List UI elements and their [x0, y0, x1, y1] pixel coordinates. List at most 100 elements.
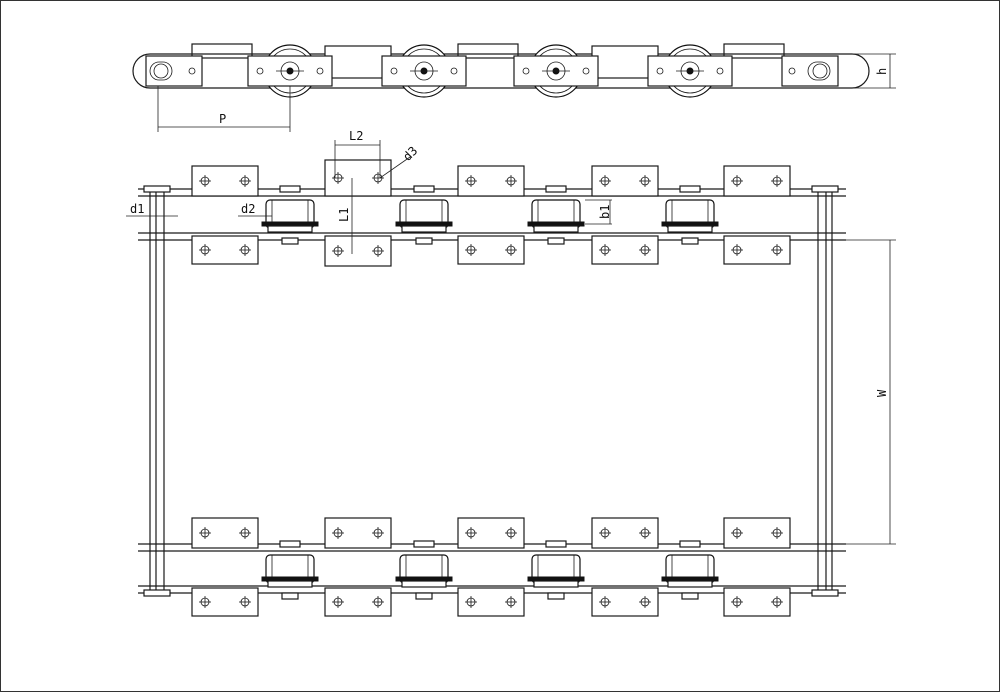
attachment-plate-group [191, 517, 259, 549]
roller-pin-head [679, 185, 701, 193]
plan-roller-group [395, 185, 453, 245]
w-label: W [875, 389, 889, 397]
roller-pin-head [415, 592, 433, 600]
attachment-plate-group [723, 587, 791, 617]
roller-flange [527, 221, 585, 227]
roller-pin-head [279, 540, 301, 548]
roller-bushing [667, 225, 713, 233]
roller-pin-head [679, 540, 701, 548]
plan-roller-group [395, 540, 453, 600]
attachment-plate-group [723, 235, 791, 265]
attachment-plate-group [723, 517, 791, 549]
attachment-plate-group [324, 517, 392, 549]
attachment-plate-group [591, 517, 659, 549]
side-small-hole [450, 67, 458, 75]
side-bar [591, 45, 659, 79]
d3-leader [379, 156, 411, 179]
roller-bushing [267, 580, 313, 588]
attachment-plate-group [457, 165, 525, 197]
shaft-head [143, 185, 171, 193]
roller-pin-head [279, 185, 301, 193]
side-small-hole [582, 67, 590, 75]
left-slot-hole [149, 61, 173, 81]
right-end-plate [781, 55, 839, 87]
shaft-head [811, 589, 839, 597]
attachment-plate-group [324, 235, 392, 267]
plan-roller-group [661, 185, 719, 245]
roller-pin-head [681, 592, 699, 600]
plan-rollers [261, 185, 719, 600]
plan-view: L2 d3 L1 d1 d2 b1 W [126, 129, 896, 617]
roller-bushing [401, 225, 447, 233]
attachment-plate-group [191, 587, 259, 617]
side-small-hole [522, 67, 530, 75]
side-small-hole [316, 67, 324, 75]
height-label: h [875, 68, 889, 75]
attachment-plate-group [457, 517, 525, 549]
plan-roller-group [661, 540, 719, 600]
side-roller-group [513, 44, 599, 98]
plan-roller-group [527, 540, 585, 600]
roller-flange [395, 221, 453, 227]
roller-bushing [533, 580, 579, 588]
side-rollers [247, 44, 733, 98]
side-small-hole [390, 67, 398, 75]
attachment-plate-group [457, 235, 525, 265]
left-end-plate [145, 55, 203, 87]
plan-roller-group [261, 185, 319, 245]
right-end-lobe [851, 53, 870, 89]
side-small-hole [716, 67, 724, 75]
attachment-plate-group [324, 587, 392, 617]
l1-label: L1 [337, 208, 351, 222]
d1-label: d1 [130, 202, 144, 216]
side-view: P h [132, 43, 896, 132]
left-slot-circle [153, 63, 169, 79]
attachment-plate-group [191, 165, 259, 197]
side-tab [723, 43, 785, 59]
pitch-label: P [219, 112, 226, 126]
roller-pin-head [545, 540, 567, 548]
side-tab [457, 43, 519, 59]
roller-pin-head [547, 592, 565, 600]
roller-bushing [533, 225, 579, 233]
right-cross-shaft [817, 189, 833, 593]
roller-pin-head [281, 237, 299, 245]
attachment-plate-group [457, 587, 525, 617]
roller-flange [661, 221, 719, 227]
side-bar [324, 45, 392, 79]
side-small-hole [656, 67, 664, 75]
roller-pin-head [415, 237, 433, 245]
side-roller-group [381, 44, 467, 98]
plan-roller-group [527, 185, 585, 245]
roller-bushing [401, 580, 447, 588]
roller-pin-head [413, 540, 435, 548]
attachment-plate-group [591, 235, 659, 265]
side-small-hole [788, 67, 796, 75]
right-slot-hole [807, 61, 831, 81]
roller-pin-head [545, 185, 567, 193]
attachment-plate-group [591, 587, 659, 617]
roller-pin-head [681, 237, 699, 245]
side-link-outline [150, 53, 852, 89]
side-small-hole [188, 67, 196, 75]
side-roller-group [647, 44, 733, 98]
shaft-head [811, 185, 839, 193]
b1-label: b1 [598, 205, 612, 219]
side-small-hole [256, 67, 264, 75]
attachment-plate-group [591, 165, 659, 197]
roller-pin-head [281, 592, 299, 600]
roller-bushing [667, 580, 713, 588]
left-end-lobe [132, 53, 151, 89]
roller-pin-head [547, 237, 565, 245]
plan-roller-group [261, 540, 319, 600]
attachment-plate-group [191, 235, 259, 265]
roller-pin-head [413, 185, 435, 193]
attachment-plate-group [723, 165, 791, 197]
right-slot-circle [812, 63, 828, 79]
shaft-head [143, 589, 171, 597]
left-cross-shaft [149, 189, 165, 593]
d2-label: d2 [241, 202, 255, 216]
roller-bushing [267, 225, 313, 233]
